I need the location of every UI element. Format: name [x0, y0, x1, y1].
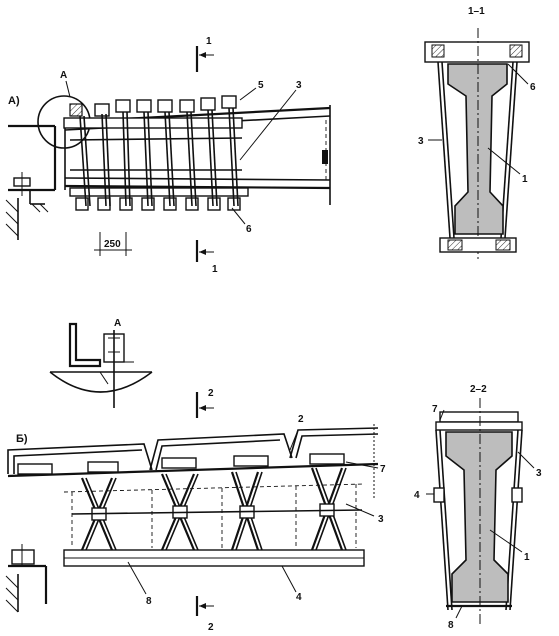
dimension-250: 250 [94, 232, 132, 256]
support-column-a [5, 124, 57, 240]
b-mark-3: 3 [378, 514, 384, 525]
mark-3: 3 [296, 80, 302, 91]
section-2-mark-7: 7 [432, 404, 438, 415]
section-2-2-title: 2–2 [470, 384, 487, 395]
deck-slabs [7, 424, 379, 500]
mark-5: 5 [258, 80, 264, 91]
section-1-1: 1–1 6 3 1 [418, 6, 536, 262]
x-braces [71, 467, 363, 551]
tie-rods-a [79, 107, 239, 207]
b-mark-7: 7 [380, 464, 386, 475]
detail-a: А [49, 318, 153, 408]
section-2-mark-1: 1 [524, 552, 530, 563]
figure-b: Б) [5, 388, 386, 633]
detail-a-title: А [114, 318, 121, 329]
section-2-2: 2–2 7 3 4 1 8 [414, 384, 542, 631]
figure-b-label: Б) [16, 433, 28, 445]
section-2-mark-8: 8 [448, 620, 454, 631]
figure-a-label: А) [8, 95, 20, 107]
bottom-clamp-bar [69, 187, 249, 211]
b-mark-2: 2 [298, 414, 304, 425]
section-2-mark-4: 4 [414, 490, 420, 501]
section-1-1-title: 1–1 [468, 6, 485, 17]
callout-a-label: А [60, 70, 67, 81]
b-mark-4: 4 [296, 592, 302, 603]
section-1-mark-3: 3 [418, 136, 424, 147]
top-bolts [69, 95, 237, 117]
cut-1-top: 1 [206, 36, 212, 47]
section-cut-2: 2 2 [195, 388, 214, 633]
svg-text:250: 250 [104, 239, 121, 250]
figure-a: А) А [5, 36, 331, 275]
section-cut-1: 1 1 [195, 36, 218, 275]
section-1-mark-6: 6 [530, 82, 536, 93]
section-2-mark-3: 3 [536, 468, 542, 479]
cut-1-bottom: 1 [212, 264, 218, 275]
top-clamp-bar [63, 95, 243, 129]
section-1-mark-1: 1 [522, 174, 528, 185]
top-pads [17, 453, 345, 475]
support-column-b [5, 544, 48, 613]
b-mark-8: 8 [146, 596, 152, 607]
mark-6: 6 [246, 224, 252, 235]
cut-2-top: 2 [208, 388, 214, 399]
cut-2-bottom: 2 [208, 622, 214, 633]
